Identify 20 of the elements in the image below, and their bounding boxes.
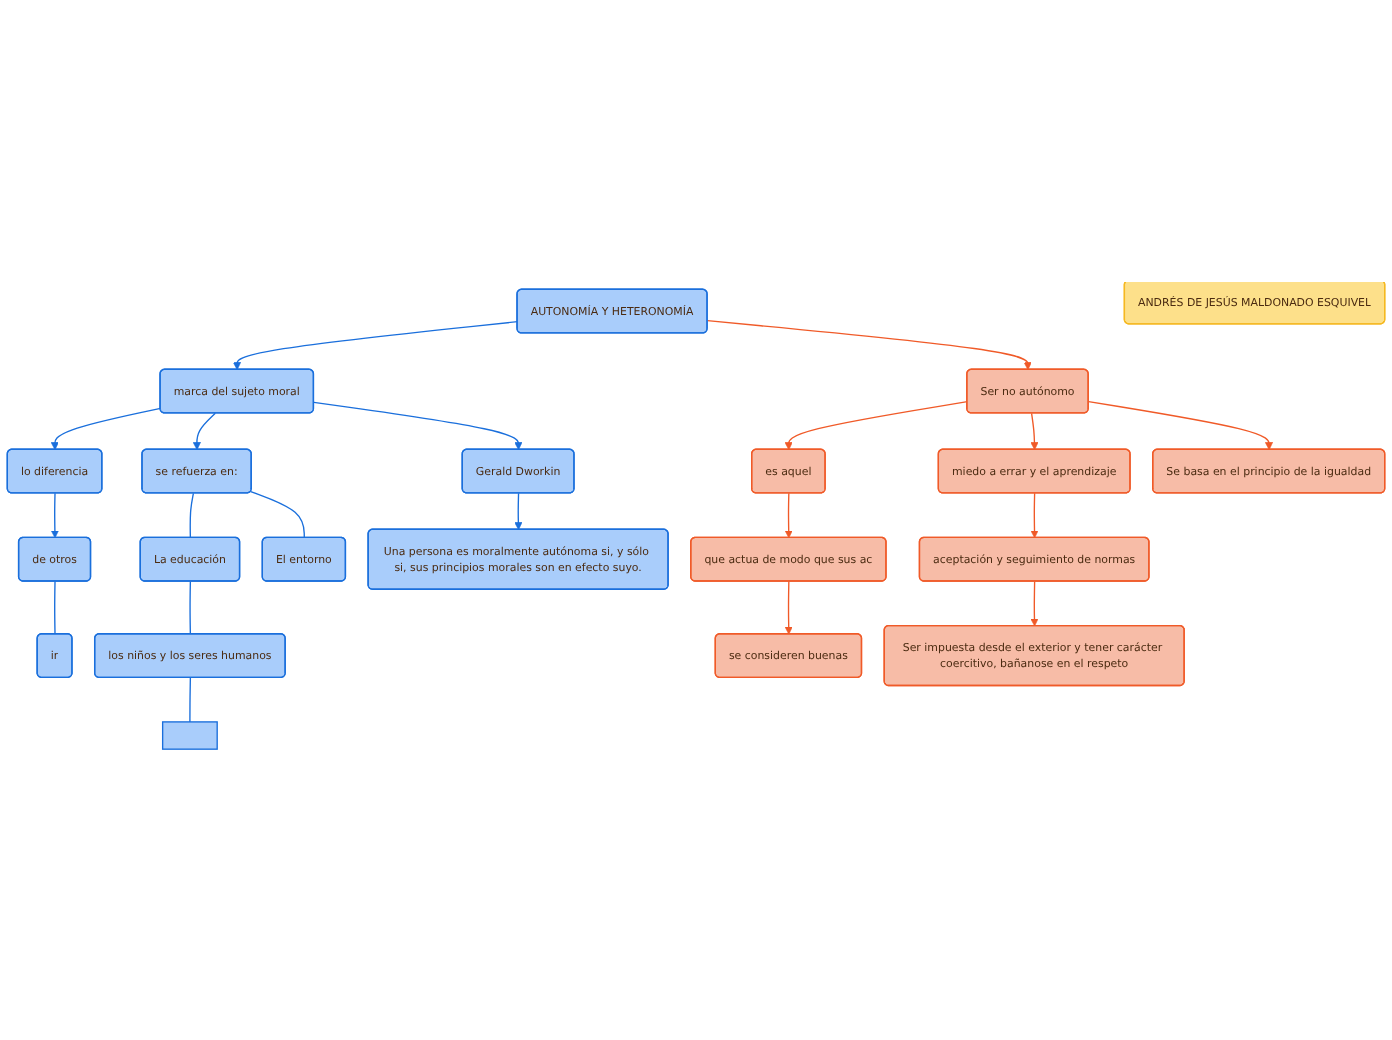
arrow — [192, 413, 216, 451]
arrow — [784, 493, 793, 539]
arrow — [706, 320, 1032, 371]
arrow — [1030, 413, 1039, 451]
arrow — [514, 493, 523, 531]
connector — [189, 677, 192, 724]
arrow — [1030, 581, 1039, 628]
arrow — [50, 408, 162, 451]
connector — [189, 493, 195, 540]
arrow — [1030, 493, 1039, 539]
connector — [189, 581, 192, 636]
connector — [54, 581, 56, 636]
arrow — [313, 402, 523, 451]
arrow — [233, 321, 519, 371]
arrow — [784, 581, 793, 636]
arrow — [1087, 401, 1273, 451]
arrow — [784, 401, 968, 451]
node-box — [161, 722, 218, 751]
arrow — [50, 493, 59, 539]
connector — [250, 491, 305, 540]
